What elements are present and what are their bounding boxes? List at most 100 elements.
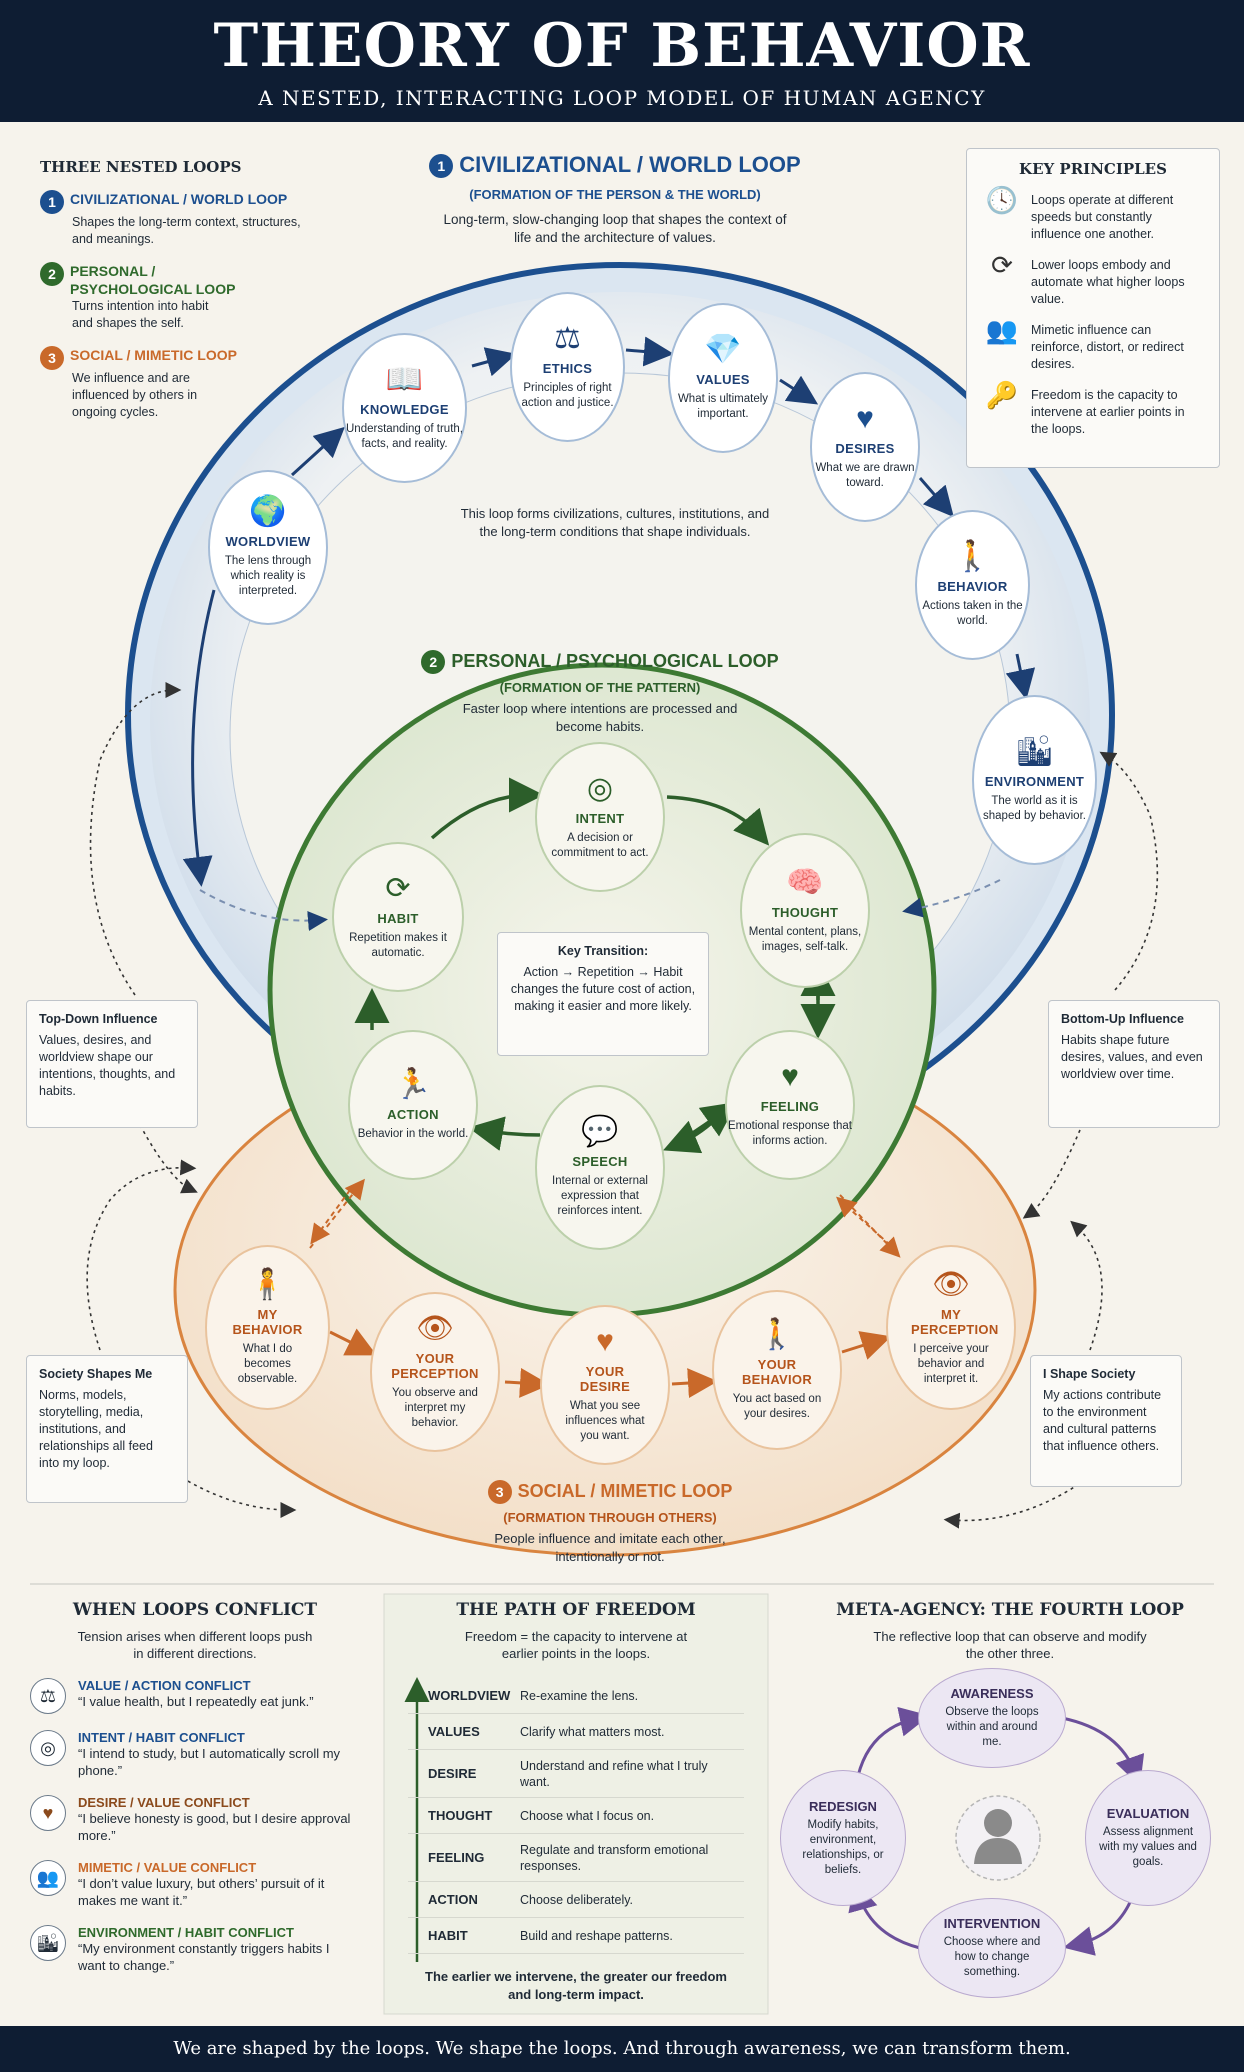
freedom-row-value: Choose deliberately.	[520, 1892, 634, 1907]
principle-text: Loops operate at different speeds but co…	[1031, 193, 1174, 241]
walking-person-icon: 🚶	[953, 540, 992, 573]
node-worldview: 🌍 WORLDVIEW The lens through which reali…	[208, 470, 328, 625]
legend-number: 1	[40, 190, 64, 214]
legend-item-world: 1 CIVILIZATIONAL / WORLD LOOP Shapes the …	[40, 190, 310, 248]
freedom-row-value: Understand and refine what I truly want.	[520, 1758, 708, 1789]
node-desc: What we are drawn toward.	[815, 462, 915, 489]
freedom-row-value: Re-examine the lens.	[520, 1688, 639, 1703]
key-transition-text: Action → Repetition → Habit changes the …	[510, 965, 696, 1013]
node-title: ENVIRONMENT	[984, 774, 1085, 789]
personal-loop-subtitle: (FORMATION OF THE PATTERN)	[499, 680, 701, 695]
target-icon: ◎	[30, 1730, 66, 1766]
world-loop-inner-note: This loop forms civilizations, cultures,…	[460, 506, 770, 539]
running-person-icon: 🏃	[394, 1067, 432, 1101]
node-your-desire: ♥ YOUR DESIRE What you see influences wh…	[540, 1305, 670, 1465]
freedom-row-key: DESIRE	[428, 1766, 477, 1781]
meta-node-title: INTERVENTION	[943, 1916, 1041, 1931]
principle-row: ⟳Lower loops embody and automate what hi…	[981, 252, 1205, 308]
legend-number: 2	[40, 262, 64, 286]
node-title: HABIT	[377, 911, 419, 926]
conflict-title: MIMETIC / VALUE CONFLICT	[78, 1860, 257, 1875]
legend-desc: We influence and are influenced by other…	[72, 371, 198, 419]
node-title: MY BEHAVIOR	[232, 1306, 303, 1337]
node-ethics: ⚖ ETHICS Principles of right action and …	[510, 292, 625, 442]
i-shape-society-box: I Shape Society My actions contribute to…	[1030, 1355, 1182, 1487]
meta-node-title: REDESIGN	[809, 1798, 877, 1814]
node-intent: ◎ INTENT A decision or commitment to act…	[535, 742, 665, 892]
walking-person-icon: 🚶	[758, 1317, 796, 1351]
city-icon: 🏙	[1015, 735, 1054, 768]
node-desc: The lens through which reality is interp…	[224, 555, 312, 597]
city-icon: 🏙	[30, 1925, 66, 1961]
heart-icon: ♥	[596, 1325, 614, 1358]
node-desc: Actions taken in the world.	[922, 600, 1023, 627]
i-shape-society-title: I Shape Society	[1043, 1367, 1136, 1381]
node-desc: You observe and interpret my behavior.	[392, 1387, 478, 1429]
freedom-heading: THE PATH OF FREEDOM	[456, 1600, 696, 1620]
freedom-row-value: Choose what I focus on.	[520, 1808, 655, 1823]
legend-desc: Shapes the long-term context, structures…	[72, 215, 301, 246]
node-desc: What is ultimately important.	[677, 393, 769, 420]
conflicts-description: Tension arises when different loops push…	[77, 1629, 313, 1661]
node-desc: What you see influences what you want.	[565, 1400, 645, 1442]
personal-loop-title-text: PERSONAL / PSYCHOLOGICAL LOOP	[451, 650, 779, 671]
heart-icon: ♥	[30, 1795, 66, 1831]
meta-node-desc: Assess alignment with my values and goal…	[1099, 1826, 1197, 1868]
key-principles-panel: KEY PRINCIPLES 🕓Loops operate at differe…	[966, 148, 1220, 468]
conflict-quote: “I value health, but I repeatedly eat ju…	[78, 1694, 314, 1709]
conflict-title: DESIRE / VALUE CONFLICT	[78, 1795, 250, 1810]
freedom-row-key: FEELING	[428, 1850, 485, 1865]
page-title: THEORY OF BEHAVIOR	[213, 11, 1031, 81]
social-loop-number: 3	[487, 1480, 512, 1504]
node-title: SPEECH	[572, 1154, 628, 1169]
node-desc: Mental content, plans, images, self-talk…	[748, 925, 862, 953]
bottom-up-text: Habits shape future desires, values, and…	[1061, 1033, 1203, 1081]
freedom-row: DESIRE Understand and refine what I truly…	[408, 1750, 744, 1798]
diamond-icon: 💎	[704, 333, 742, 366]
principle-text: Mimetic influence can reinforce, distort…	[1031, 323, 1184, 371]
world-loop-subtitle: (FORMATION OF THE PERSON & THE WORLD)	[469, 187, 761, 202]
meta-node-redesign: REDESIGN Modify habits, environment, rel…	[780, 1770, 906, 1906]
node-thought: 🧠 THOUGHT Mental content, plans, images,…	[740, 833, 870, 988]
conflict-quote: “My environment constantly triggers habi…	[78, 1941, 330, 1973]
person-icon: 🧍	[248, 1267, 287, 1301]
eye-icon: 👁	[415, 1312, 455, 1345]
node-action: 🏃 ACTION Behavior in the world.	[348, 1030, 478, 1180]
node-desc: A decision or commitment to act.	[551, 832, 649, 859]
society-shapes-me-box: Society Shapes Me Norms, models, storyte…	[26, 1355, 188, 1503]
node-desc: Emotional response that informs action.	[727, 1120, 853, 1147]
node-desc: I perceive your behavior and interpret i…	[913, 1342, 989, 1385]
bottom-up-title: Bottom-Up Influence	[1061, 1012, 1184, 1026]
legend-number: 3	[40, 346, 64, 370]
node-title: BEHAVIOR	[937, 579, 1008, 594]
freedom-row-key: WORLDVIEW	[428, 1688, 511, 1703]
meta-node-desc: Modify habits, environment, relationship…	[802, 1818, 884, 1876]
meta-node-intervention: INTERVENTION Choose where and how to cha…	[918, 1898, 1066, 1998]
meta-agency-section: META-AGENCY: THE FOURTH LOOP The reflect…	[800, 1600, 1220, 1662]
freedom-row-key: HABIT	[428, 1928, 468, 1943]
conflict-quote: “I don’t value luxury, but others’ pursu…	[78, 1876, 325, 1908]
meta-description: The reflective loop that can observe and…	[873, 1629, 1147, 1661]
node-title: MY PERCEPTION	[911, 1306, 999, 1337]
globe-icon: 🌍	[249, 495, 287, 528]
node-values: 💎 VALUES What is ultimately important.	[668, 303, 778, 453]
node-feeling: ♥ FEELING Emotional response that inform…	[725, 1030, 855, 1180]
node-desc: Principles of right action and justice.	[521, 382, 614, 409]
legend-title: CIVILIZATIONAL / WORLD LOOP	[70, 191, 288, 207]
node-desc: Understanding of truth, facts, and reali…	[346, 423, 463, 450]
conflict-title: ENVIRONMENT / HABIT CONFLICT	[78, 1925, 294, 1940]
legend-title: PERSONAL / PSYCHOLOGICAL LOOP	[70, 263, 236, 297]
freedom-row: WORLDVIEW Re-examine the lens.	[408, 1678, 744, 1714]
node-title: VALUES	[696, 372, 750, 387]
clock-icon: 🕓	[985, 185, 1019, 215]
principle-text: Freedom is the capacity to intervene at …	[1031, 388, 1185, 436]
page-subtitle: A NESTED, INTERACTING LOOP MODEL OF HUMA…	[258, 86, 986, 110]
